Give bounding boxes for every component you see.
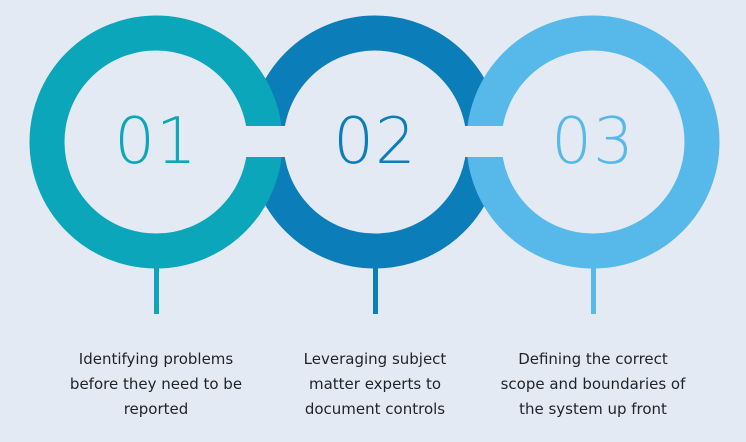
step-1-number: 01: [114, 105, 198, 179]
connector-gap-1-2: [246, 126, 286, 157]
caption-line: matter experts to: [308, 375, 441, 393]
caption-line: reported: [123, 400, 189, 418]
caption-line: Leveraging subject: [303, 350, 447, 368]
step-2-caption: Leveraging subject matter experts to doc…: [265, 347, 485, 422]
caption-line: scope and boundaries of: [500, 375, 686, 393]
step-3-stem: [591, 262, 596, 314]
step-1-stem: [154, 262, 159, 314]
step-2-number: 02: [333, 105, 417, 179]
caption-line: the system up front: [519, 400, 667, 418]
step-2-stem: [373, 262, 378, 314]
caption-line: document controls: [304, 400, 446, 418]
step-1-caption: Identifying problems before they need to…: [46, 347, 266, 422]
caption-line: Identifying problems: [78, 350, 234, 368]
connector-gap-2-3: [465, 126, 505, 157]
caption-line: before they need to be: [69, 375, 243, 393]
step-3-number: 03: [551, 105, 635, 179]
caption-line: Defining the correct: [518, 350, 668, 368]
step-3-caption: Defining the correct scope and boundarie…: [483, 347, 703, 422]
